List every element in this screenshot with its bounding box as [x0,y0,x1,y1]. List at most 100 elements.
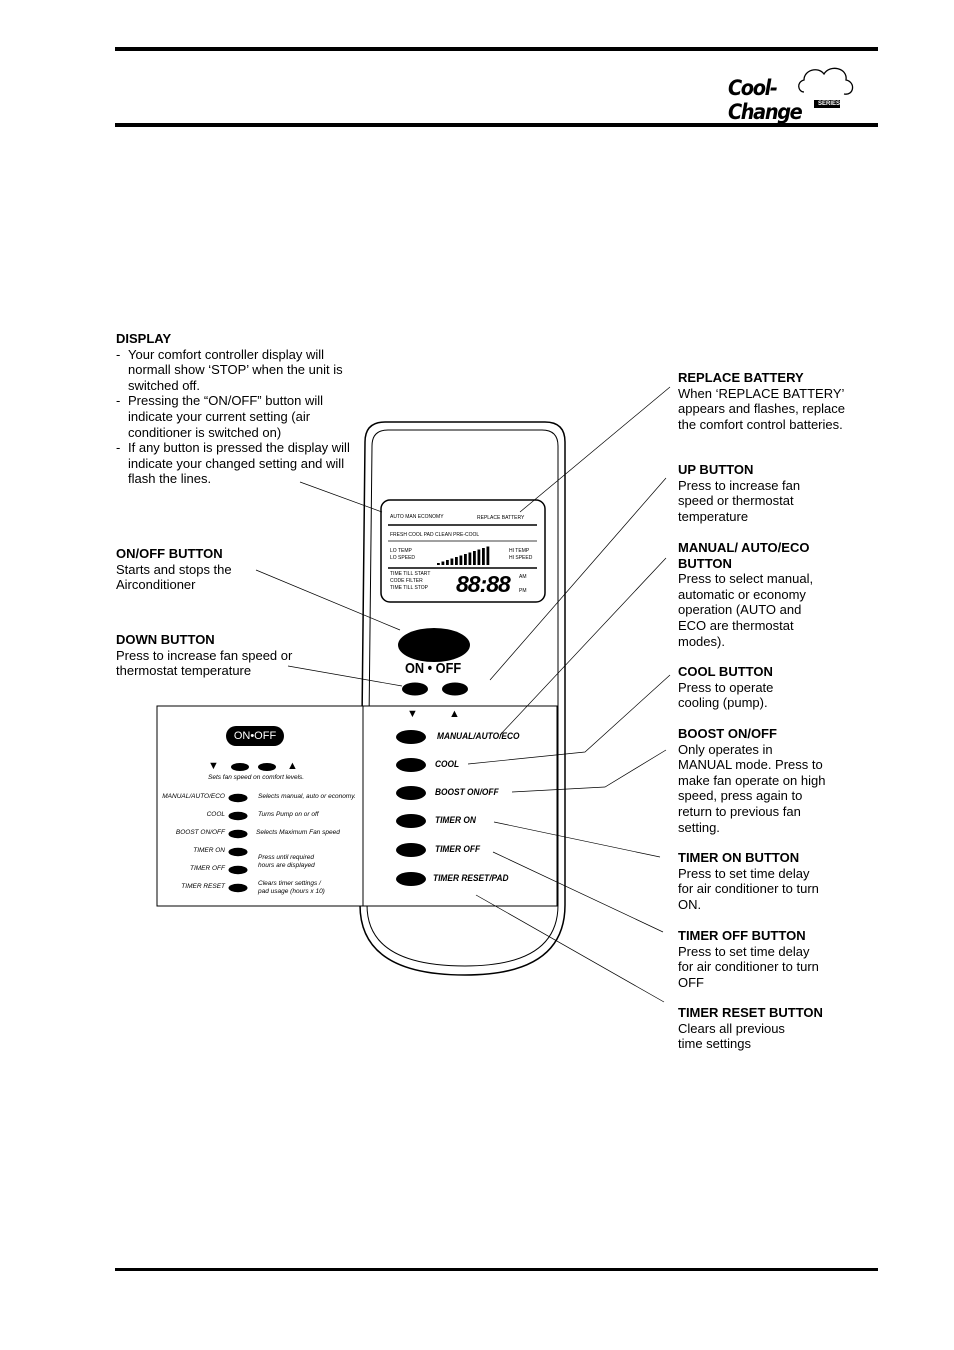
timer-on-button [396,814,426,828]
callout-cool-body: Press to operate cooling (pump). [678,679,774,711]
lcd-status-labels: FRESH COOL PAD CLEAN PRE-COOL [390,532,480,538]
lcd-replace-battery: REPLACE BATTERY [477,515,525,521]
lcd-hi-speed: HI SPEED [509,555,533,561]
card-fan-note: Sets fan speed on comfort levels. [208,774,305,781]
cool-button [396,758,426,772]
header-rule-top [115,47,878,51]
card-row-desc: Selects manual, auto or economy. [258,793,356,800]
fan-speed-bar [446,560,449,565]
callout-display-item: Your comfort controller display will nor… [116,347,356,394]
callout-up-body: Press to increase fan speed or thermosta… [678,477,801,524]
boost-button [396,786,426,800]
quick-reference-card [156,705,558,907]
lcd-mode-labels: AUTO MAN ECONOMY [390,514,444,520]
card-row-button [228,883,248,893]
down-button [402,682,428,696]
callout-down: DOWN BUTTON Press to increase fan speed … [116,632,296,679]
callout-timer-reset: TIMER RESET BUTTON Clears all previous t… [678,1005,848,1052]
callout-timer-off-body: Press to set time delay for air conditio… [678,943,819,990]
card-row-desc: Selects Maximum Fan speed [256,829,340,836]
fan-speed-bar [450,558,454,565]
timer-off-button-label: TIMER OFF [435,844,481,855]
lcd-hi-temp: HI TEMP [509,548,530,554]
callout-boost: BOOST ON/OFF Only operates in MANUAL mod… [678,726,828,835]
callout-replace-battery-heading: REPLACE BATTERY [678,370,804,385]
fan-speed-bar [455,557,458,565]
card-down-button [231,763,249,771]
callout-display-heading: DISPLAY [116,331,172,346]
boost-button-label: BOOST ON/OFF [435,787,499,798]
callout-timer-reset-body: Clears all previous time settings [678,1020,785,1052]
fan-speed-bar [468,552,472,565]
timer-on-button-label: TIMER ON [435,815,476,826]
card-row-name: TIMER RESET [181,883,225,890]
fan-speed-bar [486,546,490,565]
header-rule-bottom [115,123,878,127]
lcd-time-till-start: TIME TILL START [390,571,431,577]
card-row-button [228,829,248,839]
callout-timer-on-body: Press to set time delay for air conditio… [678,865,819,912]
callout-cool-heading: COOL BUTTON [678,664,773,679]
card-row-name: TIMER OFF [189,865,225,872]
card-down-arrow-icon: ▼ [208,760,219,772]
card-timer-note-2: hours are displayed [258,862,315,869]
callout-timer-on-heading: TIMER ON BUTTON [678,850,800,865]
callout-replace-battery: REPLACE BATTERY When ‘REPLACE BATTERY’ a… [678,370,863,432]
card-row-button [228,847,248,857]
down-arrow-icon: ▼ [407,708,418,720]
callout-display-item: If any button is pressed the display wil… [116,440,356,487]
lcd-am: AM [519,574,527,580]
card-up-button [258,763,276,771]
card-row-button [228,865,248,875]
callout-mode-body: Press to select manual, automatic or eco… [678,571,814,649]
mode-button [396,730,426,744]
brand-logo: Cool-Change SERIES [726,62,858,124]
lcd-pm: PM [519,588,527,594]
timer-reset-button [396,872,426,886]
callout-mode: MANUAL/ AUTO/ECO BUTTON Press to select … [678,540,828,649]
callout-onoff-body: Starts and stops the Airconditioner [116,561,232,593]
card-row-desc: Turns Pump on or off [258,811,319,818]
callout-timer-off: TIMER OFF BUTTON Press to set time delay… [678,928,828,990]
fan-speed-bar [477,549,481,565]
callout-up: UP BUTTON Press to increase fan speed or… [678,462,818,524]
lcd-time-till-stop: TIME TILL STOP [390,585,428,591]
fan-speed-bar [437,563,440,565]
card-up-arrow-icon: ▲ [287,760,298,772]
leader-lines [255,386,671,1003]
callout-down-heading: DOWN BUTTON [116,632,215,647]
callout-onoff: ON/OFF BUTTON Starts and stops the Airco… [116,546,256,593]
callout-timer-off-heading: TIMER OFF BUTTON [678,928,806,943]
remote-inner-rim [366,429,559,967]
callout-down-body: Press to increase fan speed or thermosta… [116,647,293,679]
card-row-button [228,793,248,803]
fan-speed-bar [482,548,485,565]
onoff-button-large [398,628,470,662]
card-reset-note-2: pad usage (hours x 10) [258,888,325,895]
cool-button-label: COOL [435,759,460,770]
callout-mode-heading: MANUAL/ AUTO/ECO BUTTON [678,540,810,571]
up-arrow-icon: ▲ [449,708,460,720]
timer-reset-button-label: TIMER RESET/PAD [433,873,509,884]
callout-timer-reset-heading: TIMER RESET BUTTON [678,1005,823,1020]
footer-rule [115,1268,878,1271]
onoff-label: ON • OFF [405,660,462,677]
card-row-name: COOL [206,811,225,818]
callout-boost-body: Only operates in MANUAL mode. Press to m… [678,741,826,835]
logo-series-tag: SERIES [818,101,841,107]
card-onoff-button: ON•OFF [226,726,284,746]
card-row-button [228,811,248,821]
callout-up-heading: UP BUTTON [678,462,754,477]
cloud-icon [798,67,854,108]
mode-button-label: MANUAL/AUTO/ECO [437,731,520,742]
lcd-lo-speed: LO SPEED [390,555,416,561]
lcd-digits: 88:88 [456,571,511,597]
fan-speed-bars [437,546,490,565]
fan-speed-bar [441,561,445,565]
card-row-name: BOOST ON/OFF [175,829,225,836]
timer-off-button [396,843,426,857]
fan-speed-bar [473,551,476,565]
callout-display: DISPLAY Your comfort controller display … [116,331,356,487]
fan-speed-bar [464,554,467,565]
